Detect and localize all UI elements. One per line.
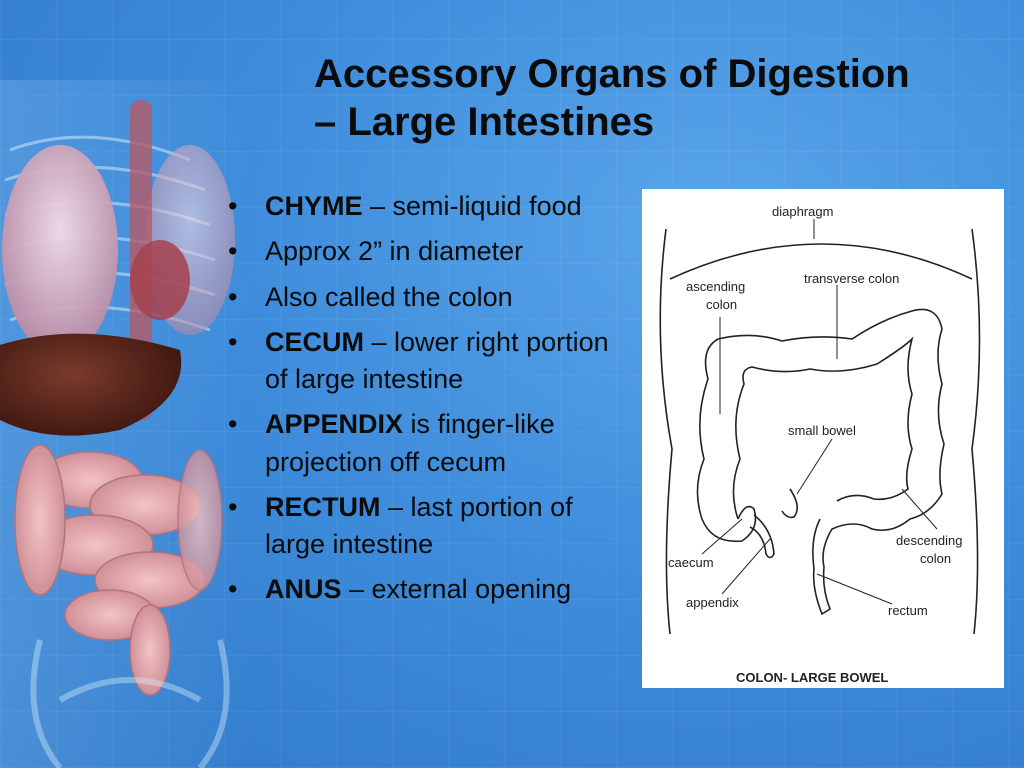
label-small-bowel: small bowel: [788, 423, 856, 438]
label-transverse-colon: transverse colon: [804, 271, 899, 286]
colon-outer: [696, 308, 945, 616]
bullet-item-cecum: CECUM – lower right portion of large int…: [228, 324, 638, 399]
bullet-item-rectum: RECTUM – last portion of large intestine: [228, 489, 638, 564]
label-appendix: appendix: [686, 595, 739, 610]
bullet-item-chyme: CHYME – semi-liquid food: [228, 188, 638, 226]
label-descending-colon: colon: [920, 551, 951, 566]
title-line-2: – Large Intestines: [314, 100, 655, 144]
label-ascending: ascending: [686, 279, 745, 294]
label-ascending-colon: colon: [706, 297, 737, 312]
label-descending: descending: [896, 533, 963, 548]
label-caecum: caecum: [668, 555, 714, 570]
label-rectum: rectum: [888, 603, 928, 618]
bullet-item-colon: Also called the colon: [228, 279, 638, 317]
bullet-term: ANUS: [265, 574, 342, 605]
bullet-text: is finger-like projection off cecum: [265, 409, 555, 477]
bullet-term: RECTUM: [265, 491, 381, 522]
bullet-text: Approx 2” in diameter: [265, 236, 524, 267]
bullet-list: CHYME – semi-liquid food Approx 2” in di…: [228, 188, 638, 617]
bullet-item-diameter: Approx 2” in diameter: [228, 233, 638, 271]
slide-title: Accessory Organs of Digestion – Large In…: [314, 50, 1004, 146]
caecum: [701, 505, 757, 543]
colon-drawing: diaphragm ascending colon transverse col…: [659, 204, 981, 685]
label-diaphragm: diaphragm: [772, 204, 833, 219]
bullet-term: CHYME: [265, 191, 363, 221]
bullet-item-anus: ANUS – external opening: [228, 571, 638, 609]
bullet-text: Also called the colon: [265, 281, 513, 312]
colon-inner: [732, 336, 914, 520]
diagram-caption: COLON- LARGE BOWEL: [736, 670, 888, 685]
body-outline-right: [971, 228, 981, 635]
body-outline-left: [659, 228, 673, 635]
appendix: [749, 514, 775, 559]
title-line-1: Accessory Organs of Digestion: [314, 52, 910, 96]
bullet-text: – last portion of large intestine: [265, 491, 573, 559]
anatomy-illustration: [0, 80, 250, 768]
bullet-item-appendix: APPENDIX is finger-like projection off c…: [228, 406, 638, 481]
bullet-term: APPENDIX: [265, 409, 404, 440]
small-bowel: [781, 488, 798, 519]
bullet-text: – external opening: [341, 574, 572, 605]
bullet-term: CECUM: [265, 326, 364, 357]
bullet-text: – semi-liquid food: [362, 191, 582, 221]
colon-diagram: diaphragm ascending colon transverse col…: [642, 189, 1004, 688]
bullet-text: – lower right portion of large intestine: [265, 326, 609, 394]
diaphragm-line: [669, 243, 973, 280]
